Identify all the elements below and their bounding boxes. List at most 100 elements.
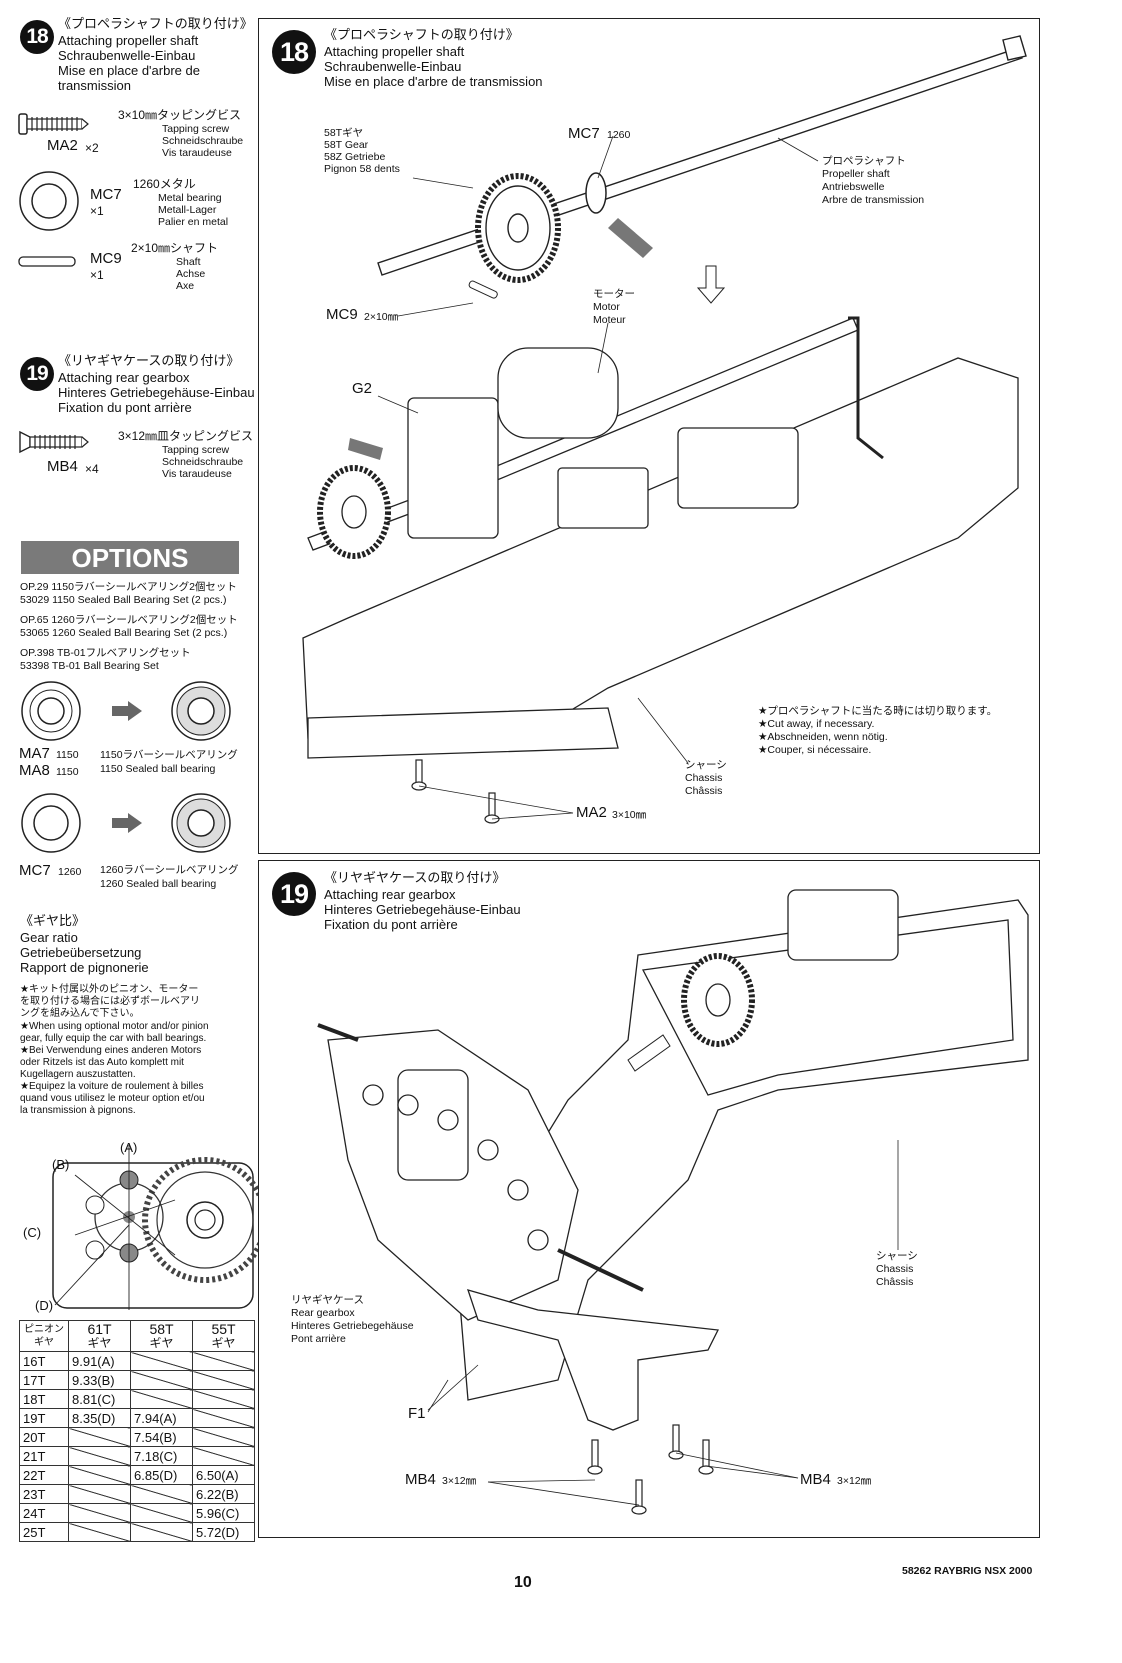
gear-note: ★Equipez la voiture de roulement à bille…	[20, 1081, 204, 1092]
table-row: 20T 7.54(B)	[19, 1427, 255, 1447]
option-size-mc7: 1260	[58, 866, 82, 878]
panel-18-title-en: Attaching propeller shaft	[324, 44, 465, 59]
table-cell	[192, 1408, 255, 1428]
part-qty-mc7: ×1	[90, 204, 104, 218]
gearbox-label-fr: Pont arrière	[291, 1333, 346, 1345]
part-name-de-ma2: Schneidschraube	[162, 135, 244, 147]
step-19-title-fr: Fixation du pont arrière	[58, 400, 192, 415]
sealed-bearing-icon	[171, 681, 231, 741]
part-name-jp-mc9: 2×10㎜シャフト	[131, 241, 219, 255]
table-cell: 19T	[19, 1408, 69, 1428]
table-cell: 23T	[19, 1484, 69, 1504]
part-code-ma2: MA2	[47, 137, 78, 154]
table-cell	[192, 1389, 255, 1409]
option-desc-jp: 1260ラバーシールベアリング	[100, 864, 239, 876]
gear-label-d: (D)	[35, 1298, 54, 1313]
panel-18-title-de: Schraubenwelle-Einbau	[324, 59, 462, 74]
propeller-shaft-illustration	[302, 35, 1027, 824]
option-code-ma7: MA7	[19, 745, 50, 762]
part-name-en-ma2: Tapping screw	[162, 123, 230, 135]
table-cell	[68, 1446, 131, 1466]
part-callout-mb4-right: MB4	[800, 1471, 831, 1488]
table-cell	[68, 1522, 131, 1542]
part-qty-ma2: ×2	[85, 141, 99, 155]
step-19-badge: 19	[20, 357, 54, 391]
part-name-jp-mb4: 3×12㎜皿タッピングビス	[118, 429, 254, 443]
shaft-label-fr: Arbre de transmission	[822, 194, 925, 206]
chassis-label-jp: シャーシ	[876, 1250, 918, 1262]
part-callout-mc7-size: 1260	[607, 129, 631, 141]
shaft-label-en: Propeller shaft	[822, 168, 890, 180]
cut-note-de: ★Abschneiden, wenn nötig.	[758, 731, 888, 743]
part-callout-mc7: MC7	[568, 125, 600, 142]
countersunk-screw-icon	[19, 430, 89, 454]
part-name-fr-ma2: Vis taraudeuse	[162, 147, 232, 159]
panel-19-title-fr: Fixation du pont arrière	[324, 917, 458, 932]
part-name-fr-mc7: Palier en metal	[158, 216, 229, 228]
table-cell	[130, 1503, 193, 1523]
part-name-en-mc9: Shaft	[176, 256, 201, 268]
gear-58t-icon	[475, 173, 561, 283]
screw-icon	[18, 113, 89, 135]
gear-label-de: 58Z Getriebe	[324, 151, 386, 163]
shaft-label-de: Antriebswelle	[822, 181, 885, 193]
table-cell: 6.85(D)	[130, 1465, 193, 1485]
step-19-title-en: Attaching rear gearbox	[58, 370, 190, 385]
bearing-icon	[19, 171, 79, 231]
options-header: OPTIONS	[21, 541, 239, 574]
gear-label-a: (A)	[120, 1140, 138, 1155]
table-cell: 21T	[19, 1446, 69, 1466]
cut-note-en: ★Cut away, if necessary.	[758, 718, 875, 730]
gear-ratio-title-jp: 《ギヤ比》	[20, 913, 86, 928]
page-number: 10	[514, 1574, 532, 1591]
option-desc-en: 1150 Sealed ball bearing	[100, 763, 216, 775]
bearing-icon	[21, 681, 81, 741]
step-18-title-fr: Mise en place d'arbre de	[58, 63, 200, 78]
chassis-label-fr: Châssis	[685, 785, 723, 797]
option-size-ma7: 1150	[56, 749, 79, 761]
table-cell	[130, 1351, 193, 1371]
part-qty-mb4: ×4	[85, 462, 99, 476]
table-cell: 9.91(A)	[68, 1351, 131, 1371]
table-cell: 25T	[19, 1522, 69, 1542]
part-callout-ma2-size: 3×10㎜	[612, 809, 647, 821]
table-cell	[130, 1389, 193, 1409]
sealed-bearing-icon	[171, 793, 231, 853]
gear-label-en: 58T Gear	[324, 139, 369, 151]
table-cell	[192, 1427, 255, 1447]
part-name-jp-ma2: 3×10㎜タッピングビス	[118, 108, 242, 122]
part-name-fr-mb4: Vis taraudeuse	[162, 468, 232, 480]
table-cell: 20T	[19, 1427, 69, 1447]
table-cell	[68, 1484, 131, 1504]
gear-note: oder Ritzels ist das Auto komplett mit	[20, 1057, 184, 1068]
gearbox-label-jp: リヤギヤケース	[291, 1294, 364, 1306]
step-18-title-de: Schraubenwelle-Einbau	[58, 48, 196, 63]
step-18-title-fr2: transmission	[58, 78, 131, 93]
gearbox-label-de: Hinteres Getriebegehäuse	[291, 1320, 414, 1332]
table-cell: 7.54(B)	[130, 1427, 193, 1447]
cut-note-jp: ★プロペラシャフトに当たる時には切り取ります。	[758, 705, 998, 717]
options-line: OP.65 1260ラバーシールベアリング2個セット	[20, 614, 238, 626]
bearing-icon	[21, 793, 81, 853]
part-qty-mc9: ×1	[90, 268, 104, 282]
chassis-label-en: Chassis	[685, 772, 723, 784]
gear-note: ★キット付属以外のピニオン、モーター	[20, 984, 199, 995]
panel-19-title-en: Attaching rear gearbox	[324, 887, 456, 902]
part-name-de-mc9: Achse	[176, 268, 206, 280]
part-callout-mb4-right-size: 3×12㎜	[837, 1475, 872, 1487]
part-code-mc7: MC7	[90, 186, 122, 203]
table-cell	[192, 1370, 255, 1390]
gear-mount-diagram	[52, 1145, 268, 1310]
shaft-label-jp: プロペラシャフト	[822, 155, 906, 167]
table-cell: 8.81(C)	[68, 1389, 131, 1409]
gear-ratio-title-de: Getriebeübersetzung	[20, 945, 142, 960]
step-19-title-jp: 《リヤギヤケースの取り付け》	[58, 353, 240, 368]
table-cell: 5.72(D)	[192, 1522, 255, 1542]
gear-label-c: (C)	[23, 1225, 42, 1240]
